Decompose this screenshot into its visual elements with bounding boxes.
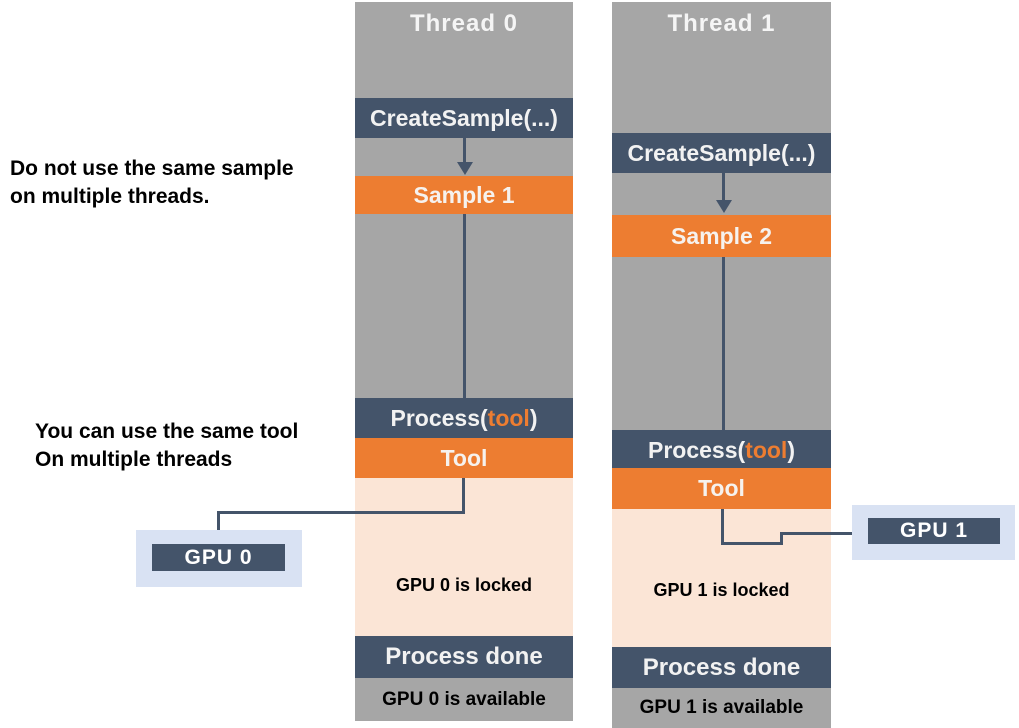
thread1-gpu-locked-text: GPU 1 is locked [653,580,790,600]
thread1-process-label: Process(tool) [648,437,795,464]
thread1-create-sample-label: CreateSample(...) [627,139,816,166]
thread1-connector-jog [780,532,783,545]
thread0-gpu-available-region: GPU 0 is available [355,678,573,721]
thread0-process-done-box: Process done [355,636,573,678]
thread1-title: Thread 1 [667,10,776,37]
gpu0-label: GPU 0 [184,545,253,569]
thread0-sample-box: Sample 1 [355,176,573,214]
thread1-arrow-down-icon [716,200,732,213]
thread0-process-done-label: Process done [385,643,543,670]
thread1-process-box: Process(tool) [612,430,831,470]
gpu1-label: GPU 1 [899,519,969,542]
thread1-column: Thread 1 CreateSample(...) Sample 2 Proc… [612,2,831,728]
thread1-process-arg: tool [745,436,788,463]
thread0-tool-box: Tool [355,438,573,478]
gpu0-box: GPU 0 [152,544,285,571]
thread0-gpu-available-text: GPU 0 is available [382,688,546,710]
thread0-gpu-locked-text: GPU 0 is locked [395,575,533,595]
thread0-sample-label: Sample 1 [413,181,515,208]
thread0-process-box: Process(tool) [355,398,573,438]
thread0-tool-label: Tool [440,444,488,471]
thread0-create-sample-label: CreateSample(...) [370,104,558,131]
note-same-sample: Do not use the same sample on multiple t… [10,157,294,208]
thread0-process-prefix: Process( [390,404,488,431]
thread0-arrow-down-icon [457,162,473,175]
thread1-create-sample-box: CreateSample(...) [612,133,831,173]
thread1-process-done-label: Process done [642,653,801,681]
thread0-tool-connector-vertical [462,478,465,514]
thread0-tool-connector-horizontal [217,511,465,514]
thread0-gpu-connector-drop [217,511,220,546]
thread0-process-label: Process(tool) [391,405,538,432]
thread1-gpu-connector-horizontal [780,532,868,535]
thread0-create-to-sample-arrow-line [463,138,466,162]
thread1-gpu-available-text: GPU 1 is available [639,697,804,718]
thread1-sample-box: Sample 2 [612,215,831,257]
thread0-create-sample-box: CreateSample(...) [355,98,573,138]
thread0-column: Thread 0 CreateSample(...) Sample 1 Proc… [355,2,573,721]
thread1-gpu-available-region: GPU 1 is available [612,688,831,728]
note-same-tool: You can use the same tool On multiple th… [35,420,299,471]
thread1-tool-connector-horizontal-low [721,542,783,545]
thread1-sample-label: Sample 2 [671,222,772,249]
thread0-sample-to-process-line [463,214,466,398]
thread0-title: Thread 0 [409,10,519,37]
thread1-tool-connector-vertical [721,509,724,545]
thread0-process-arg: tool [487,404,530,431]
thread1-process-suffix: ) [787,436,795,463]
thread1-sample-to-process-line [722,257,725,430]
thread1-process-prefix: Process( [648,436,746,463]
thread1-create-to-sample-arrow-line [722,173,725,200]
thread1-tool-box: Tool [612,468,831,509]
thread1-process-done-box: Process done [612,647,831,688]
gpu1-box: GPU 1 [868,518,1000,544]
thread0-process-suffix: ) [529,404,538,431]
thread1-tool-label: Tool [698,475,745,501]
